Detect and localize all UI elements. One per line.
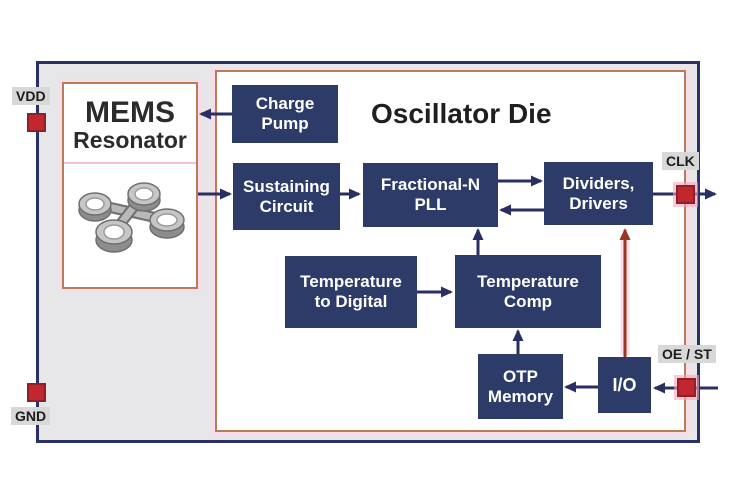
otp-label-line1: OTP <box>503 366 538 386</box>
vdd-pin-label: VDD <box>12 87 50 105</box>
pll-label-line1: Fractional-N <box>380 175 481 194</box>
sustaining-circuit-label-line1: Sustaining <box>243 176 330 196</box>
temp-comp-label-line2: Comp <box>503 291 553 311</box>
mems-resonator-3d-icon <box>64 164 196 287</box>
io-label: I/O <box>612 375 637 395</box>
temp-digital-label-line1: Temperature <box>300 272 402 291</box>
dividers-label-line2: Drivers <box>569 193 628 213</box>
gnd-pin <box>27 383 46 402</box>
oe-st-pin-label: OE / ST <box>658 345 716 363</box>
clk-pin <box>676 185 695 204</box>
clk-pin-label: CLK <box>662 152 699 170</box>
vdd-pin <box>27 113 46 132</box>
gnd-pin-label: GND <box>11 407 51 425</box>
temp-digital-label-line2: to Digital <box>314 292 388 311</box>
dividers-drivers-block: Dividers, Drivers <box>544 162 653 225</box>
fractional-n-pll-block: Fractional-N PLL <box>363 163 498 227</box>
charge-pump-block: Charge Pump <box>232 85 338 143</box>
mems-subtitle: Resonator <box>73 126 187 153</box>
resonator-rings <box>78 181 185 253</box>
oe-st-pin <box>677 378 696 397</box>
charge-pump-label-line2: Pump <box>261 114 309 133</box>
temp-comp-label-line1: Temperature <box>477 271 579 291</box>
temperature-to-digital-block: Temperature to Digital <box>285 256 417 328</box>
mems-title: MEMS <box>85 95 175 129</box>
mems-resonator-header: MEMS Resonator <box>64 84 196 164</box>
io-block: I/O <box>598 357 651 413</box>
mems-resonator-block: MEMS Resonator <box>62 82 198 289</box>
pll-label-line2: PLL <box>414 195 447 214</box>
dividers-label-line1: Dividers, <box>562 173 635 193</box>
sustaining-circuit-label-line2: Circuit <box>259 196 314 216</box>
otp-label-line2: Memory <box>487 386 554 406</box>
oscillator-die-title: Oscillator Die <box>371 98 552 129</box>
temperature-comp-block: Temperature Comp <box>455 255 601 328</box>
sustaining-circuit-block: Sustaining Circuit <box>233 163 340 230</box>
charge-pump-label-line1: Charge <box>255 94 315 113</box>
otp-memory-block: OTP Memory <box>478 354 563 419</box>
